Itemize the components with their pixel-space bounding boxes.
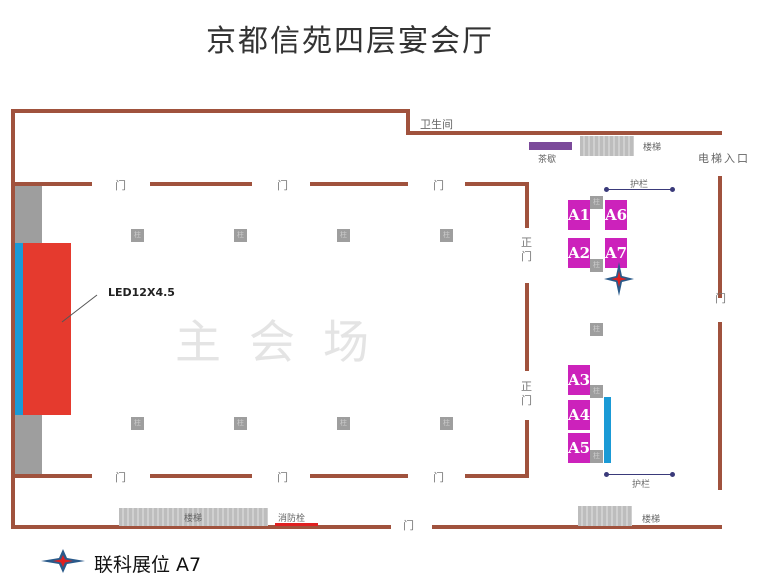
railing-label: 护栏 bbox=[632, 480, 651, 490]
pillar: 柱 bbox=[337, 229, 350, 242]
booth-a3[interactable]: A3 bbox=[568, 365, 590, 395]
pillar: 柱 bbox=[590, 450, 603, 463]
booth-a5[interactable]: A5 bbox=[568, 433, 590, 463]
hall-wall bbox=[525, 283, 529, 371]
stage-edge bbox=[15, 243, 23, 415]
restroom-label: 卫生间 bbox=[420, 118, 453, 131]
pillar: 柱 bbox=[590, 259, 603, 272]
hall-wall bbox=[310, 474, 408, 478]
outer-wall bbox=[11, 109, 15, 529]
led-screen bbox=[23, 243, 71, 415]
led-label: LED12X4.5 bbox=[108, 286, 175, 299]
legend-star-marker-icon bbox=[41, 549, 85, 573]
hall-wall bbox=[525, 420, 529, 478]
outer-wall bbox=[11, 525, 391, 529]
elevator-entrance-label: 电梯入口 bbox=[698, 152, 750, 165]
booth-a4[interactable]: A4 bbox=[568, 400, 590, 430]
pillar: 柱 bbox=[590, 196, 603, 209]
main-hall-watermark: 主会场 bbox=[175, 315, 397, 369]
right-wall bbox=[718, 322, 722, 490]
outer-wall bbox=[406, 109, 410, 135]
outer-wall bbox=[11, 109, 410, 113]
pillar: 柱 bbox=[337, 417, 350, 430]
booth-a6[interactable]: A6 bbox=[605, 200, 627, 230]
hall-wall bbox=[150, 182, 252, 186]
hall-wall bbox=[525, 182, 529, 228]
hall-wall bbox=[310, 182, 408, 186]
pillar: 柱 bbox=[131, 229, 144, 242]
stairs-label: 楼梯 bbox=[184, 514, 203, 524]
stairs bbox=[119, 508, 268, 526]
door-label: 门 bbox=[277, 179, 288, 192]
page-title: 京都信苑四层宴会厅 bbox=[206, 24, 494, 59]
stairs-label: 楼梯 bbox=[643, 143, 662, 153]
railing-label: 护栏 bbox=[630, 180, 649, 190]
booth-a7[interactable]: A7 bbox=[605, 238, 627, 268]
railing-bottom bbox=[604, 472, 675, 477]
tea-break-bar bbox=[529, 142, 572, 150]
legend-text: 联科展位 A7 bbox=[94, 554, 202, 576]
hall-wall bbox=[465, 182, 529, 186]
pillar: 柱 bbox=[131, 417, 144, 430]
outer-wall bbox=[432, 525, 722, 529]
booth-a2[interactable]: A2 bbox=[568, 238, 590, 268]
door-label: 门 bbox=[115, 471, 126, 484]
door-label: 门 bbox=[277, 471, 288, 484]
door-label: 门 bbox=[715, 292, 726, 305]
tea-break-label: 茶歇 bbox=[538, 155, 557, 165]
door-label: 门 bbox=[433, 471, 444, 484]
railing-top bbox=[604, 187, 675, 192]
hall-wall bbox=[150, 474, 252, 478]
pillar: 柱 bbox=[234, 417, 247, 430]
hall-wall bbox=[465, 474, 529, 478]
main-door-label: 正门 bbox=[521, 380, 532, 407]
stairs-label: 楼梯 bbox=[642, 515, 661, 525]
door-label: 门 bbox=[433, 179, 444, 192]
star-marker-icon bbox=[604, 262, 634, 296]
fire-hydrant bbox=[275, 523, 318, 526]
outer-wall bbox=[406, 131, 722, 135]
pillar: 柱 bbox=[234, 229, 247, 242]
blue-partition bbox=[604, 397, 611, 463]
fire-hydrant-label: 消防栓 bbox=[278, 514, 306, 524]
pillar: 柱 bbox=[440, 417, 453, 430]
main-door-label: 正门 bbox=[521, 236, 532, 263]
door-label: 门 bbox=[115, 179, 126, 192]
hall-wall bbox=[14, 474, 92, 478]
door-label: 门 bbox=[403, 519, 414, 532]
pillar: 柱 bbox=[590, 323, 603, 336]
pillar: 柱 bbox=[590, 385, 603, 398]
stairs bbox=[580, 136, 634, 156]
stairs bbox=[578, 506, 632, 526]
hall-wall bbox=[14, 182, 92, 186]
right-wall bbox=[718, 176, 722, 298]
pillar: 柱 bbox=[440, 229, 453, 242]
booth-a1[interactable]: A1 bbox=[568, 200, 590, 230]
